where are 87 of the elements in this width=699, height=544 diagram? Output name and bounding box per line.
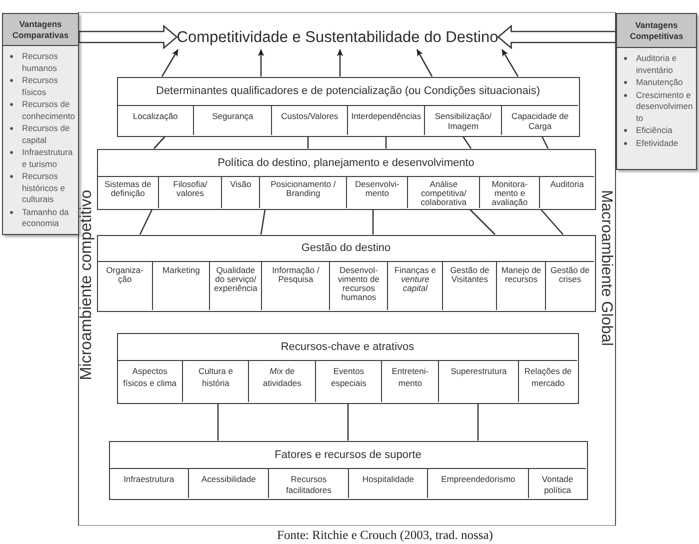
factor-cell: Superestrutura — [438, 360, 518, 402]
list-item: Auditoria e inventário — [636, 53, 678, 76]
diagram-title: Competitividade e Sustentabilidade do Destino — [176, 26, 498, 50]
factor-cell: Gestão de Visitantes — [442, 261, 496, 310]
connector-line — [372, 210, 374, 234]
factor-cell: Desenvolvi- mento — [346, 176, 408, 208]
list-item: Infraestrutura e turismo — [22, 147, 74, 170]
arrow — [416, 49, 433, 77]
connector-line — [541, 136, 549, 149]
advantages-panel — [616, 13, 697, 170]
factor-cell: Análise competitiva/ colaborativa — [407, 176, 480, 208]
factor-cell: Acessibilidade — [188, 468, 268, 498]
factor-cell: Qualidade do serviço/ experiência — [209, 261, 262, 310]
factor-cell: Interdependências — [347, 105, 424, 135]
arrow — [161, 49, 179, 77]
list-item: Eficiência — [636, 125, 672, 136]
list-item: Manutenção — [636, 77, 683, 88]
side-label: Macroambiente Global — [598, 190, 614, 346]
block-arrow — [78, 24, 178, 50]
connector-line — [385, 136, 387, 148]
connector-line — [470, 209, 496, 235]
factor-cell: Visão — [221, 176, 260, 208]
factor-cell: Filosofia/ valores — [158, 176, 222, 208]
factor-cell: Manejo de recursos — [496, 261, 546, 310]
connector-line — [139, 209, 153, 235]
factor-cell: Posicionamento / Branding — [259, 176, 346, 208]
factor-cell: Monitora- mento e avaliação — [479, 176, 540, 208]
layer-heading: Fatores e recursos de suporte — [274, 448, 422, 462]
list-item: Recursos físicos — [22, 75, 59, 98]
factor-cell: Segurança — [193, 105, 272, 135]
diagram-frame — [78, 12, 616, 526]
layer-box — [96, 148, 596, 210]
factor-cell: Sensibilização/ Imagem — [424, 105, 502, 135]
factor-cell: Finanças e venture capital — [387, 261, 442, 310]
list-item: Recursos humanos — [22, 51, 59, 74]
factor-cell: Infraestrutura — [110, 468, 188, 498]
factor-cell: Localização — [118, 105, 194, 135]
factor-cell: Eventos especiais — [315, 360, 382, 402]
arrow — [258, 49, 264, 76]
connector-line — [540, 209, 564, 235]
factor-cell: Gestão de crises — [545, 261, 594, 310]
factor-cell: Hospitalidade — [348, 468, 428, 498]
connector-line — [217, 404, 219, 440]
list-item: Crescimento e desenvolvimento — [636, 90, 693, 124]
factor-cell: Custos/Valores — [271, 105, 348, 135]
layer-heading: Política do destino, planejamento e desenvolvimento — [218, 156, 474, 170]
factor-cell: Mix de atividades — [248, 360, 316, 402]
layer-box — [116, 332, 578, 404]
factor-cell: Desenvol- vimento de recursos humanos — [329, 261, 388, 310]
list-item: Tamanho da economia — [22, 206, 70, 230]
factor-cell: Cultura e história — [182, 360, 248, 402]
layer-heading: Gestão do destino — [301, 241, 391, 256]
panel-heading: Vantagens Comparativas — [3, 14, 78, 46]
factor-cell: Sistemas de definição — [98, 176, 158, 208]
factor-cell: Entreteni- mento — [381, 360, 438, 402]
layer-heading: Recursos-chave e atrativos — [280, 340, 414, 354]
layer-box — [108, 440, 588, 500]
factor-cell: Recursos facilitadores — [268, 468, 348, 498]
factor-cell: Vontade política — [528, 468, 586, 498]
connector-line — [347, 404, 349, 440]
side-label: Microambiente competitivo — [78, 189, 94, 380]
factor-cell: Empreendedorismo — [427, 468, 528, 498]
factor-cell: Auditoria — [539, 176, 594, 208]
factor-cell: Relações de mercado — [518, 360, 577, 402]
list-item: Efetividade — [636, 138, 678, 149]
factor-cell: Marketing — [152, 261, 210, 310]
connector-line — [307, 136, 309, 148]
connector-line — [260, 209, 266, 235]
connector-line — [477, 404, 479, 440]
layer-heading: Determinantes qualificadores e de potencialização (ou Condições situacionais) — [156, 84, 540, 98]
list-item: Recursos de conhecimento — [22, 99, 75, 122]
source-caption: Fonte: Ritchie e Crouch (2003, trad. nossa) — [277, 528, 493, 543]
factor-cell: Capacidade de Carga — [501, 105, 578, 135]
block-arrow — [497, 24, 617, 50]
arrow — [336, 49, 344, 76]
advantages-panel — [2, 13, 79, 235]
factor-cell: Informação / Pesquisa — [261, 261, 330, 310]
layer-box — [116, 76, 580, 136]
factor-cell: Organiza- ção — [98, 261, 152, 310]
arrow — [501, 49, 519, 77]
connector-line — [154, 136, 166, 149]
layer-box — [96, 234, 596, 312]
list-item: Recursos históricos e culturais — [22, 171, 66, 206]
list-item: Recursos de capital — [22, 123, 71, 146]
factor-cell: Aspectos físicos e clima — [118, 360, 182, 402]
connector-line — [462, 136, 472, 149]
panel-heading: Vantagens Competitivas — [617, 14, 696, 48]
